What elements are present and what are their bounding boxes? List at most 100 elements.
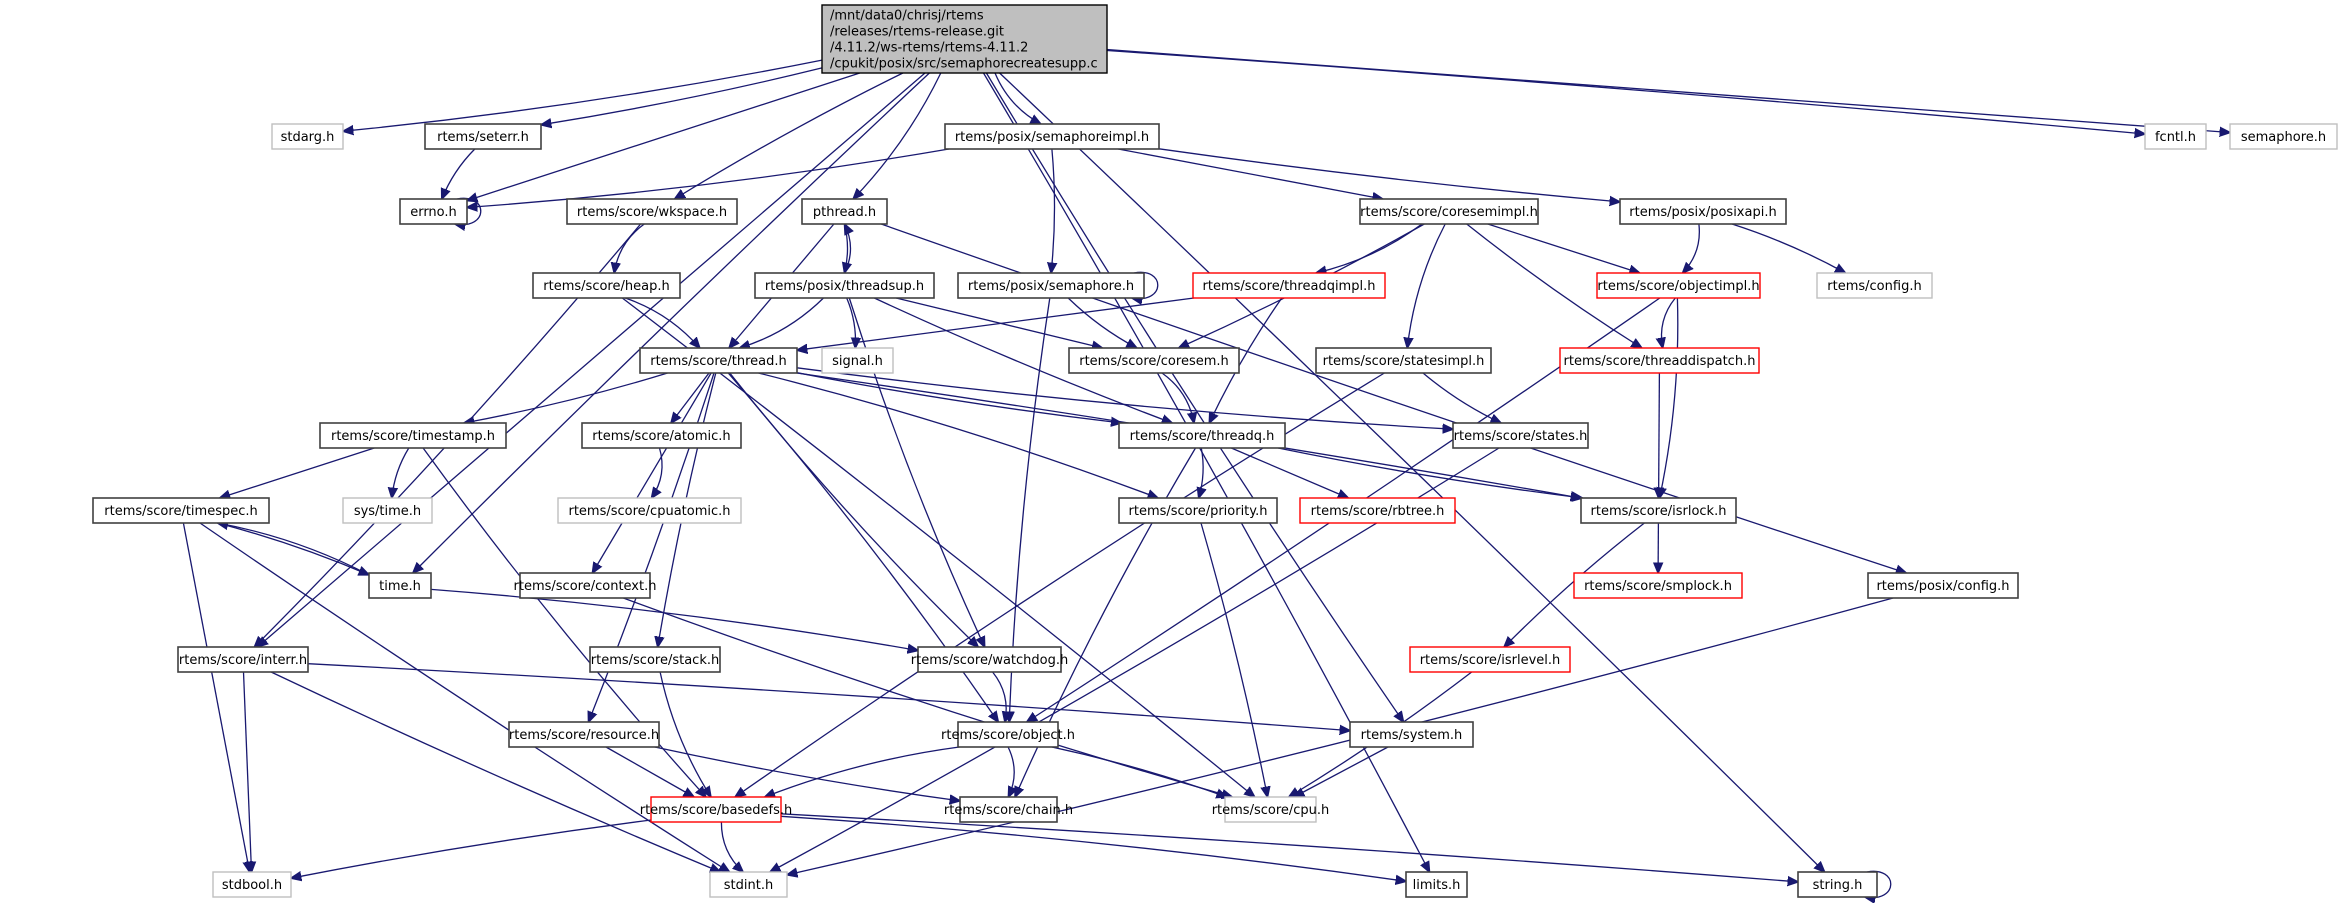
node-object[interactable]: rtems/score/object.h [941,721,1075,748]
node-box[interactable] [944,123,1160,150]
node-box[interactable] [1118,497,1278,524]
node-stack[interactable]: rtems/score/stack.h [589,646,721,673]
node-pconfig[interactable]: rtems/posix/config.h [1867,572,2019,599]
node-box[interactable] [2144,123,2207,150]
node-threadsup[interactable]: rtems/posix/threadsup.h [754,272,935,299]
node-cpu[interactable]: rtems/score/cpu.h [1212,796,1330,823]
node-box[interactable] [1816,272,1933,299]
node-box[interactable] [1619,198,1787,225]
node-posixapi[interactable]: rtems/posix/posixapi.h [1619,198,1787,225]
node-states[interactable]: rtems/score/states.h [1452,422,1589,449]
node-stdbool[interactable]: stdbool.h [212,871,292,898]
node-basedefs[interactable]: rtems/score/basedefs.h [640,796,793,823]
node-box[interactable] [639,347,798,374]
node-time[interactable]: time.h [368,572,432,599]
node-root[interactable]: /mnt/data0/chrisj/rtems/releases/rtems-r… [821,4,1108,74]
node-isrlock[interactable]: rtems/score/isrlock.h [1580,497,1737,524]
node-interr[interactable]: rtems/score/interr.h [177,646,309,673]
node-objectimpl[interactable]: rtems/score/objectimpl.h [1596,272,1761,299]
node-box[interactable] [1192,272,1386,299]
node-box[interactable] [557,497,742,524]
node-box[interactable] [1452,422,1589,449]
node-box[interactable] [399,198,468,225]
node-box[interactable] [1224,796,1317,823]
node-box[interactable] [1068,347,1240,374]
node-isrlevel[interactable]: rtems/score/isrlevel.h [1409,646,1571,673]
node-box[interactable] [319,422,507,449]
node-box[interactable] [1797,871,1878,898]
node-threadq[interactable]: rtems/score/threadq.h [1118,422,1286,449]
node-errno[interactable]: errno.h [399,198,468,225]
node-statesimpl[interactable]: rtems/score/statesimpl.h [1315,347,1492,374]
node-semimpl[interactable]: rtems/posix/semaphoreimpl.h [944,123,1160,150]
node-box[interactable] [519,572,651,599]
node-chain[interactable]: rtems/score/chain.h [944,796,1073,823]
node-box[interactable] [589,646,721,673]
node-signal[interactable]: signal.h [821,347,894,374]
node-box[interactable] [1315,347,1492,374]
node-box[interactable] [368,572,432,599]
node-threaddispatch[interactable]: rtems/score/threaddispatch.h [1559,347,1760,374]
node-coresemimpl[interactable]: rtems/score/coresemimpl.h [1359,198,1539,225]
node-semaphore[interactable]: semaphore.h [2229,123,2338,150]
node-box[interactable] [2229,123,2338,150]
node-system[interactable]: rtems/system.h [1349,721,1474,748]
node-box[interactable] [212,871,292,898]
node-box[interactable] [177,646,309,673]
node-stdarg[interactable]: stdarg.h [271,123,344,150]
node-heap[interactable]: rtems/score/heap.h [532,272,681,299]
node-box[interactable] [1359,198,1539,225]
node-box[interactable] [1405,871,1468,898]
node-threadqimpl[interactable]: rtems/score/threadqimpl.h [1192,272,1386,299]
node-box[interactable] [1118,422,1286,449]
node-box[interactable] [754,272,935,299]
node-pthread[interactable]: pthread.h [801,198,888,225]
node-box[interactable] [508,721,660,748]
node-wkspace[interactable]: rtems/score/wkspace.h [566,198,738,225]
node-box[interactable] [957,272,1145,299]
node-box[interactable] [424,123,542,150]
node-resource[interactable]: rtems/score/resource.h [508,721,660,748]
node-thread[interactable]: rtems/score/thread.h [639,347,798,374]
node-box[interactable] [1580,497,1737,524]
node-psemaphore[interactable]: rtems/posix/semaphore.h [957,272,1145,299]
node-rconfig[interactable]: rtems/config.h [1816,272,1933,299]
node-box[interactable] [1573,572,1743,599]
node-fcntl[interactable]: fcntl.h [2144,123,2207,150]
node-box[interactable] [1409,646,1571,673]
node-box[interactable] [1299,497,1456,524]
node-timespec[interactable]: rtems/score/timespec.h [92,497,270,524]
node-box[interactable] [532,272,681,299]
node-systime[interactable]: sys/time.h [342,497,433,524]
node-box[interactable] [821,347,894,374]
node-string[interactable]: string.h [1797,871,1878,898]
node-box[interactable] [957,721,1059,748]
node-box[interactable] [92,497,270,524]
node-box[interactable] [801,198,888,225]
node-box[interactable] [1349,721,1474,748]
node-box[interactable] [581,422,742,449]
node-cpuatomic[interactable]: rtems/score/cpuatomic.h [557,497,742,524]
node-box[interactable] [917,646,1062,673]
node-limits[interactable]: limits.h [1405,871,1468,898]
node-box[interactable] [650,796,782,823]
node-box[interactable] [959,796,1058,823]
node-box[interactable] [1559,347,1760,374]
node-seterr[interactable]: rtems/seterr.h [424,123,542,150]
node-box[interactable] [342,497,433,524]
node-box[interactable] [821,4,1108,74]
node-box[interactable] [566,198,738,225]
node-timestamp[interactable]: rtems/score/timestamp.h [319,422,507,449]
node-priority[interactable]: rtems/score/priority.h [1118,497,1278,524]
node-watchdog[interactable]: rtems/score/watchdog.h [911,646,1068,673]
node-box[interactable] [271,123,344,150]
node-stdint[interactable]: stdint.h [709,871,788,898]
node-coresem[interactable]: rtems/score/coresem.h [1068,347,1240,374]
node-box[interactable] [1867,572,2019,599]
node-box[interactable] [709,871,788,898]
node-atomic[interactable]: rtems/score/atomic.h [581,422,742,449]
node-box[interactable] [1596,272,1761,299]
node-rbtree[interactable]: rtems/score/rbtree.h [1299,497,1456,524]
node-smplock[interactable]: rtems/score/smplock.h [1573,572,1743,599]
node-context[interactable]: rtems/score/context.h [514,572,657,599]
